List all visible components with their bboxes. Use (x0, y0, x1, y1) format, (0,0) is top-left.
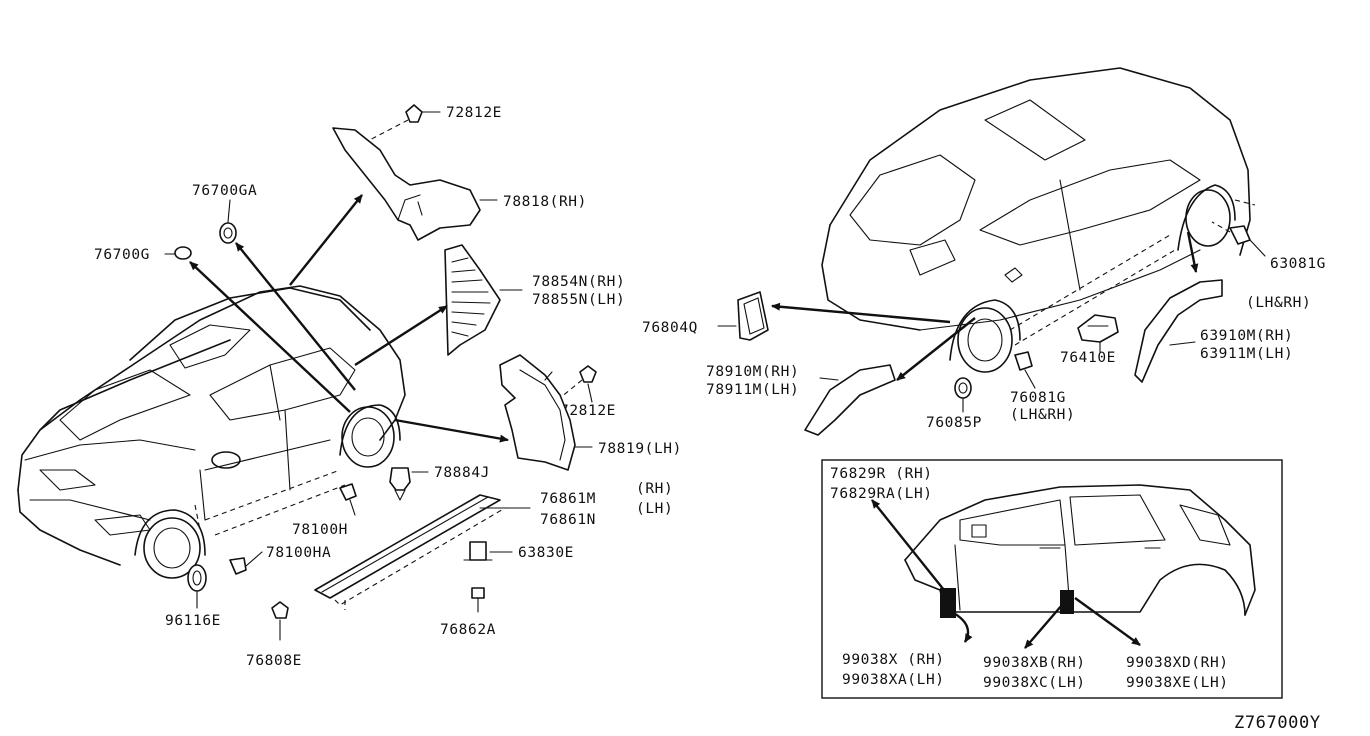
label-99038X: 99038X (RH) (842, 652, 945, 668)
clip-72812E-top: 72812E (359, 104, 502, 146)
label-76700GA: 76700GA (192, 183, 257, 199)
clip-72812E-mid: 72812E (559, 365, 616, 419)
label-99038XE: 99038XE(LH) (1126, 675, 1229, 691)
label-78884J: 78884J (434, 465, 490, 481)
left-car-drawing (17, 285, 406, 579)
label-72812E-mid: 72812E (560, 403, 616, 419)
label-78911M: 78911M(LH) (706, 382, 799, 398)
molding-76861M: 76861M 76861N (RH) (LH) (314, 481, 673, 610)
clip-78884J: 78884J (389, 465, 490, 501)
clip-78100H: 78100H (292, 483, 357, 538)
label-99038XA: 99038XA(LH) (842, 672, 945, 688)
label-78819: 78819(LH) (598, 441, 682, 457)
clip-78100HA: 78100HA (229, 545, 331, 575)
clip-63830E: 63830E (463, 541, 574, 561)
inset-box (821, 459, 1283, 699)
label-78100HA: 78100HA (266, 545, 331, 561)
label-96116E: 96116E (165, 613, 221, 629)
label-78818: 78818(RH) (503, 194, 587, 210)
label-72812E-top: 72812E (446, 105, 502, 121)
label-lh: (LH) (636, 501, 673, 517)
label-76804Q: 76804Q (642, 320, 698, 336)
label-76829RA: 76829RA(LH) (830, 486, 933, 502)
label-63081G: 63081G (1270, 256, 1326, 272)
screw-76862A: 76862A (440, 587, 496, 638)
label-99038XC: 99038XC(LH) (983, 675, 1086, 691)
part-76085P: 76085P (926, 377, 982, 431)
label-78910M: 78910M(RH) (706, 364, 799, 380)
label-63910M: 63910M(RH) (1200, 328, 1293, 344)
clip-76081G: 76081G (LH&RH) (1010, 351, 1075, 423)
molding-78910M: 78910M(RH) 78911M(LH) (706, 317, 976, 436)
label-63830E: 63830E (518, 545, 574, 561)
label-78100H: 78100H (292, 522, 348, 538)
label-76862A: 76862A (440, 622, 496, 638)
label-76861N: 76861N (540, 512, 596, 528)
left-arrows (189, 194, 509, 443)
label-76808E: 76808E (246, 653, 302, 669)
label-63081G-side: (LH&RH) (1246, 295, 1311, 311)
label-78854N: 78854N(RH) (532, 274, 625, 290)
guard-78819: 78819(LH) (499, 354, 682, 471)
right-car-drawing (821, 67, 1256, 373)
label-76081G: 76081G (1010, 390, 1066, 406)
panel-78854N: 78854N(RH) 78855N(LH) (444, 244, 625, 356)
label-78855N: 78855N(LH) (532, 292, 625, 308)
pad-76410E: 76410E (1060, 314, 1119, 366)
clip-76808E: 76808E (246, 601, 302, 669)
label-76861M: 76861M (540, 491, 596, 507)
part-96116E: 96116E (165, 564, 221, 629)
label-99038XB: 99038XB(RH) (983, 655, 1086, 671)
figure-id: Z767000Y (1234, 713, 1321, 733)
label-rh: (RH) (636, 481, 673, 497)
label-99038XD: 99038XD(RH) (1126, 655, 1229, 671)
label-76410E: 76410E (1060, 350, 1116, 366)
label-76829R: 76829R (RH) (830, 466, 933, 482)
plug-76700G: 76700G (94, 246, 192, 263)
bracket-78818: 78818(RH) (332, 127, 587, 241)
clip-63081G: 63081G (LH&RH) (1211, 221, 1326, 311)
grommet-76700GA: 76700GA (192, 183, 257, 244)
label-76081G-side: (LH&RH) (1010, 407, 1075, 423)
label-76085P: 76085P (926, 415, 982, 431)
lid-76804Q: 76804Q (642, 291, 951, 341)
label-63911M: 63911M(LH) (1200, 346, 1293, 362)
molding-63910M: 63910M(RH) 63911M(LH) (1134, 231, 1293, 383)
label-76700G: 76700G (94, 247, 150, 263)
